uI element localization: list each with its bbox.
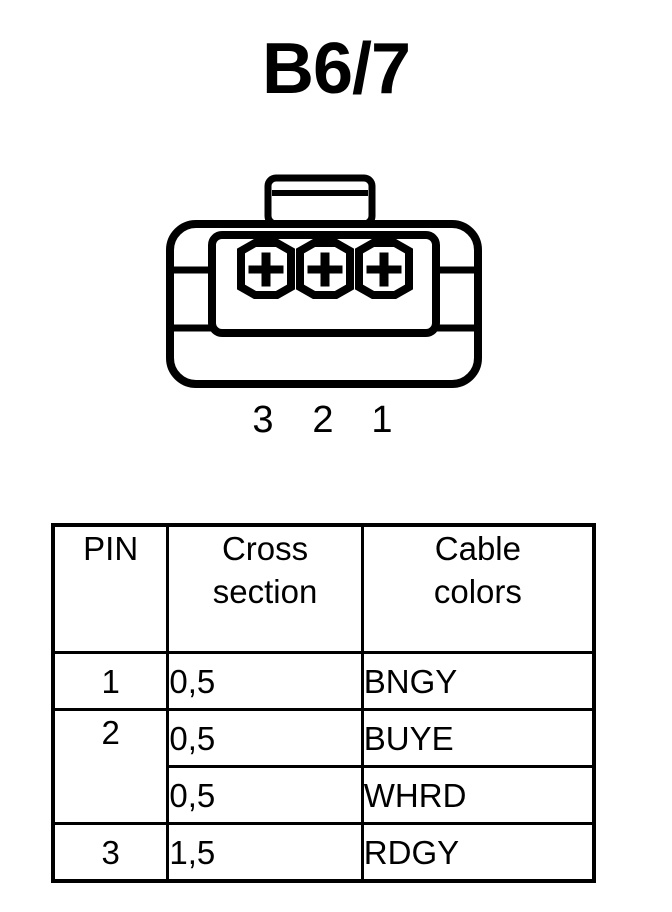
cell-cable-color: RDGY (360, 822, 596, 883)
cell-pin: 3 (51, 822, 170, 883)
pin-cavity-3 (237, 239, 295, 299)
pin-number-label-2: 2 (312, 399, 334, 441)
column-header-cable-colors: Cable colors (360, 523, 596, 654)
connector-diagram (0, 165, 672, 440)
connector-svg (166, 174, 482, 388)
cell-cable-color: BNGY (360, 651, 596, 711)
page-title: B6/7 (261, 29, 411, 109)
column-header-cable-colors-line2: colors (433, 573, 522, 610)
table-row: 1 0,5 BNGY (51, 651, 596, 711)
cell-cross-section: 0,5 (166, 651, 364, 711)
table-header-row: PIN Cross section Cable colors (51, 523, 596, 654)
column-header-pin: PIN (51, 523, 170, 654)
table-row: 2 0,5 BUYE (51, 708, 596, 825)
column-header-cable-colors-line1: Cable (434, 530, 521, 567)
table-row: 3 1,5 RDGY (51, 822, 596, 883)
cell-cross-section: 1,5 (166, 822, 364, 883)
column-header-cross-section: Cross section (166, 523, 364, 654)
cell-cross-section: 0,5 (166, 708, 364, 768)
cell-cable-color: WHRD (360, 765, 596, 825)
pin-number-labels: 3 2 1 (0, 398, 672, 444)
cell-cross-section: 0,5 (166, 765, 364, 825)
latch-tab-icon (264, 174, 376, 228)
table-row: 0,5 WHRD (53, 765, 596, 825)
column-header-cross-section-line2: section (212, 573, 318, 610)
pin-cavity-1 (355, 239, 413, 299)
cell-pin: 2 (51, 708, 170, 825)
pin-cavity-2 (296, 239, 354, 299)
cell-pin: 1 (51, 651, 170, 711)
pin-number-label-3: 3 (252, 399, 274, 441)
cell-cable-color: BUYE (360, 708, 596, 768)
pin-number-label-1: 1 (371, 399, 393, 441)
pin-assignment-table: PIN Cross section Cable colors 1 0,5 BNG… (51, 523, 596, 883)
column-header-cross-section-line1: Cross (221, 530, 309, 567)
